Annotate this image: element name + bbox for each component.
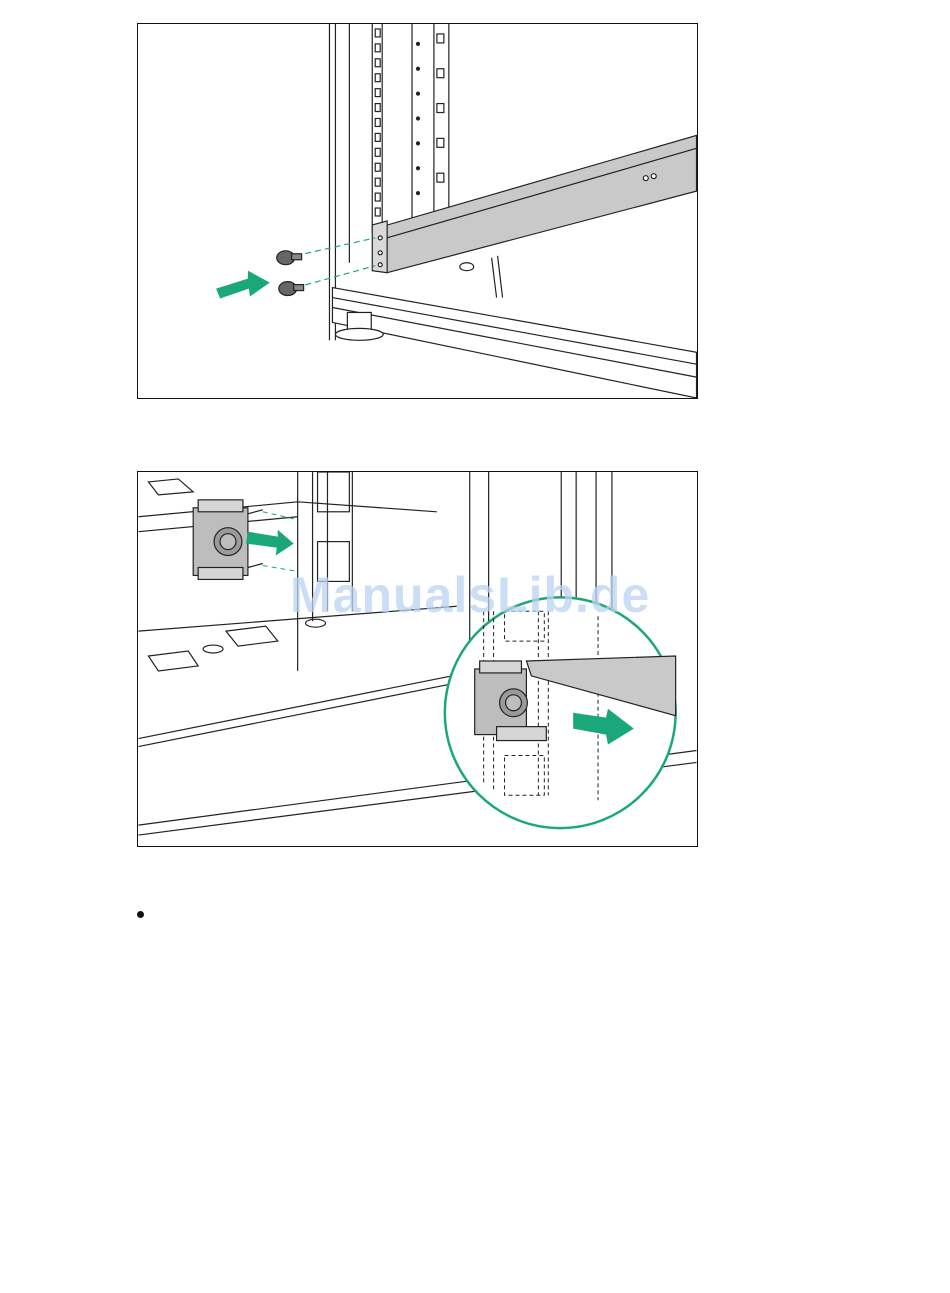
rail-install-illustration xyxy=(137,23,698,399)
list-bullet xyxy=(137,911,144,918)
cage-nut-removal-illustration xyxy=(137,471,698,847)
